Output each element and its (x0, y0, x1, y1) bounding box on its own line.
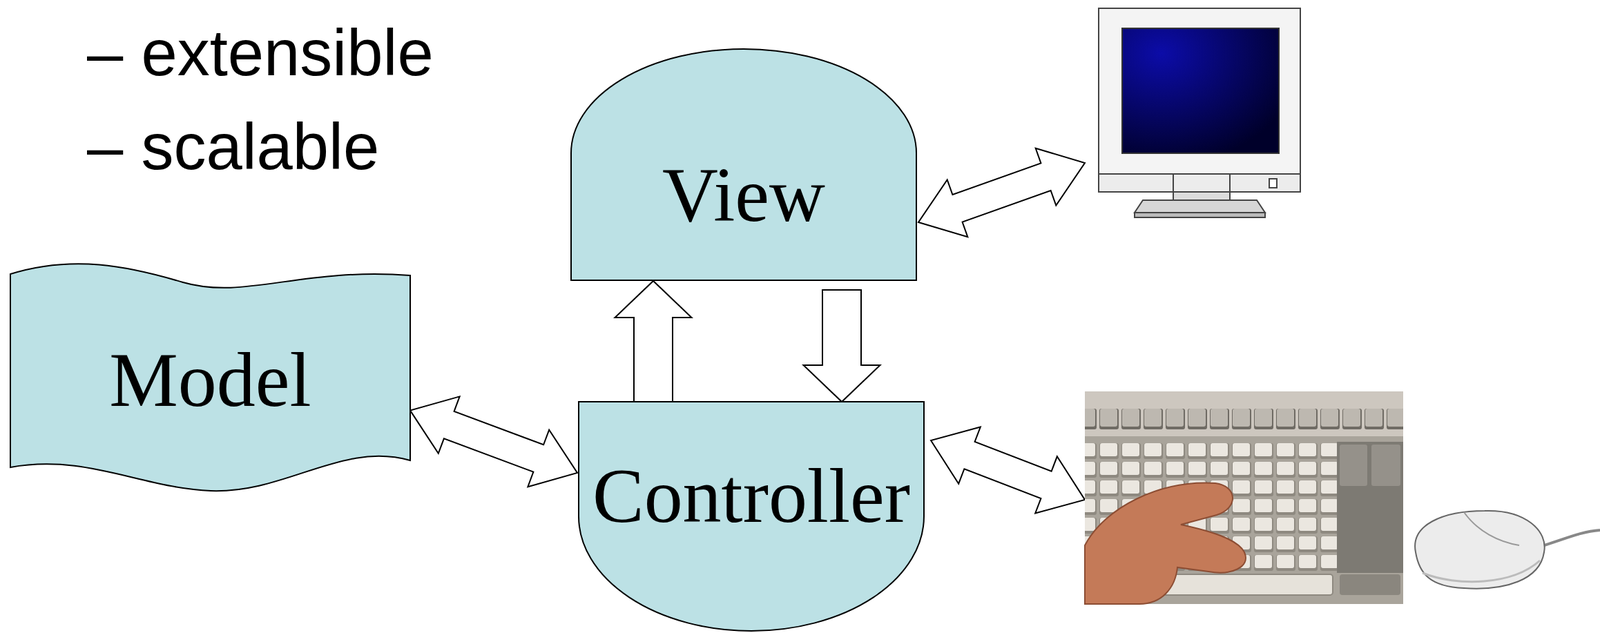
node-text-group: View (571, 150, 917, 240)
monitor-icon (1098, 8, 1301, 218)
node-text-group: Controller (578, 451, 924, 541)
bullet-text: – scalable (87, 109, 380, 185)
node-shape (10, 263, 411, 491)
keyboard-photo (1084, 391, 1404, 605)
controller-box: Controller (578, 401, 924, 632)
block-arrow (803, 290, 881, 402)
node-text-group: Model (10, 335, 411, 425)
model-box: Model (10, 260, 411, 496)
hand (1084, 483, 1246, 605)
node-label: View (571, 150, 917, 240)
block-arrow (615, 281, 692, 402)
block-arrow (410, 396, 578, 487)
node-shape (578, 401, 924, 632)
block-arrow (930, 427, 1085, 514)
bullet-text: – extensible (87, 15, 434, 91)
node-shape (571, 49, 917, 281)
node-label: Controller (578, 451, 924, 541)
node-label: Model (10, 335, 411, 425)
view-box: View (571, 49, 917, 281)
block-arrow (918, 148, 1085, 237)
mouse-icon (1414, 511, 1600, 590)
